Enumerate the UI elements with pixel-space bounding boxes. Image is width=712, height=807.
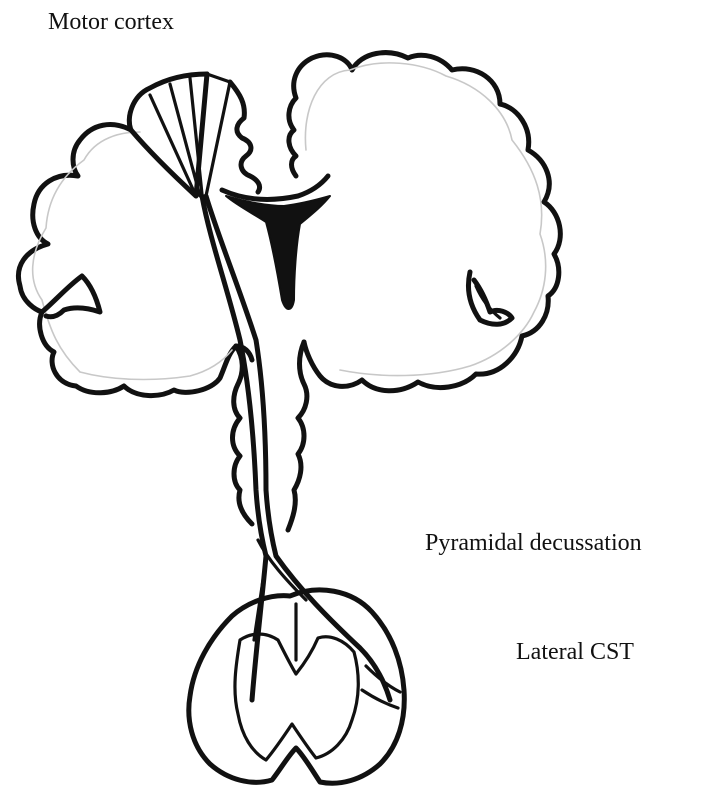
motor-cortex-line-1 [150, 95, 196, 196]
left-insula-notch [42, 276, 100, 317]
right-hemisphere-outline [289, 53, 560, 391]
motor-cortex-label: Motor cortex [48, 10, 174, 34]
right-insula-notch [468, 272, 512, 324]
left-medial-wall [230, 82, 260, 192]
lateral-cst-label: Lateral CST [516, 640, 634, 664]
brainstem-left-edge [233, 346, 253, 524]
brainstem-right-edge [288, 342, 307, 530]
decussation-cross [254, 540, 306, 640]
pyramidal-decussation-label: Pyramidal decussation [425, 531, 642, 555]
motor-cortex-line-4 [206, 74, 230, 196]
left-hemisphere-inner-contour [33, 132, 232, 379]
corpus-callosum [222, 176, 328, 199]
